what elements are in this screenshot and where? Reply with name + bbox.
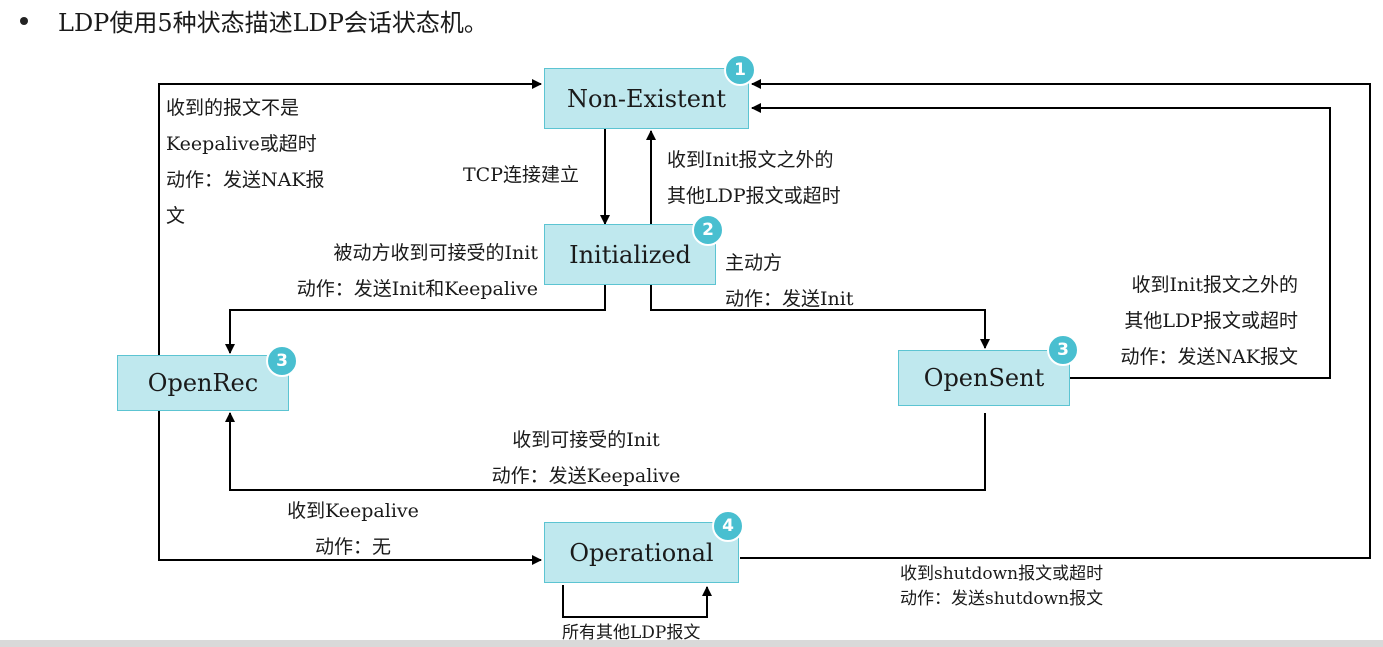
arrow-opensent-to-nonexistent <box>751 103 1331 379</box>
label-operational-self: 所有其他LDP报文 <box>562 623 701 643</box>
step-badge-1: 1 <box>724 54 756 86</box>
label-nonexistent-to-initialized: TCP连接建立 <box>463 164 579 186</box>
label-opensent-to-nonexistent: 收到Init报文之外的 其他LDP报文或超时 动作：发送NAK报文 <box>1120 274 1298 368</box>
arrow-openrec-to-operational <box>158 411 542 565</box>
state-opensent-label: OpenSent <box>923 364 1045 392</box>
arrow-openrec-to-nonexistent <box>158 79 542 355</box>
slide-bottom-bar <box>0 640 1383 647</box>
step-badge-2: 2 <box>692 214 724 246</box>
arrow-operational-self <box>562 585 712 618</box>
label-initialized-to-opensent: 主动方 动作：发送Init <box>725 252 854 310</box>
bullet-dot <box>20 17 28 25</box>
label-openrec-to-operational: 收到Keepalive 动作：无 <box>287 500 419 558</box>
state-initialized: Initialized <box>544 224 716 285</box>
state-openrec-label: OpenRec <box>147 369 259 397</box>
label-openrec-to-nonexistent: 收到的报文不是 Keepalive或超时 动作：发送NAK报 文 <box>166 97 325 227</box>
arrow-initialized-to-opensent <box>650 284 990 349</box>
label-initialized-to-nonexistent: 收到Init报文之外的 其他LDP报文或超时 <box>667 149 841 207</box>
label-operational-to-nonexistent: 收到shutdown报文或超时 动作：发送shutdown报文 <box>900 564 1104 609</box>
step-badge-3-opensent: 3 <box>1047 334 1079 366</box>
state-non-existent: Non-Existent <box>544 68 749 129</box>
page-heading: LDP使用5种状态描述LDP会话状态机。 <box>58 9 488 37</box>
label-opensent-to-openrec: 收到可接受的Init 动作：发送Keepalive <box>491 429 681 487</box>
arrow-operational-to-nonexistent <box>740 79 1371 559</box>
arrow-opensent-to-openrec <box>225 412 986 491</box>
state-openrec: OpenRec <box>117 355 289 411</box>
state-opensent: OpenSent <box>898 350 1070 406</box>
step-badge-3-openrec: 3 <box>266 345 298 377</box>
arrow-initialized-to-openrec <box>225 284 606 354</box>
state-initialized-label: Initialized <box>569 240 691 269</box>
label-initialized-to-openrec: 被动方收到可接受的Init 动作：发送Init和Keepalive <box>296 242 538 300</box>
state-non-existent-label: Non-Existent <box>566 84 726 113</box>
state-operational-label: Operational <box>569 538 714 567</box>
state-operational: Operational <box>544 522 739 583</box>
step-badge-4: 4 <box>712 510 744 542</box>
